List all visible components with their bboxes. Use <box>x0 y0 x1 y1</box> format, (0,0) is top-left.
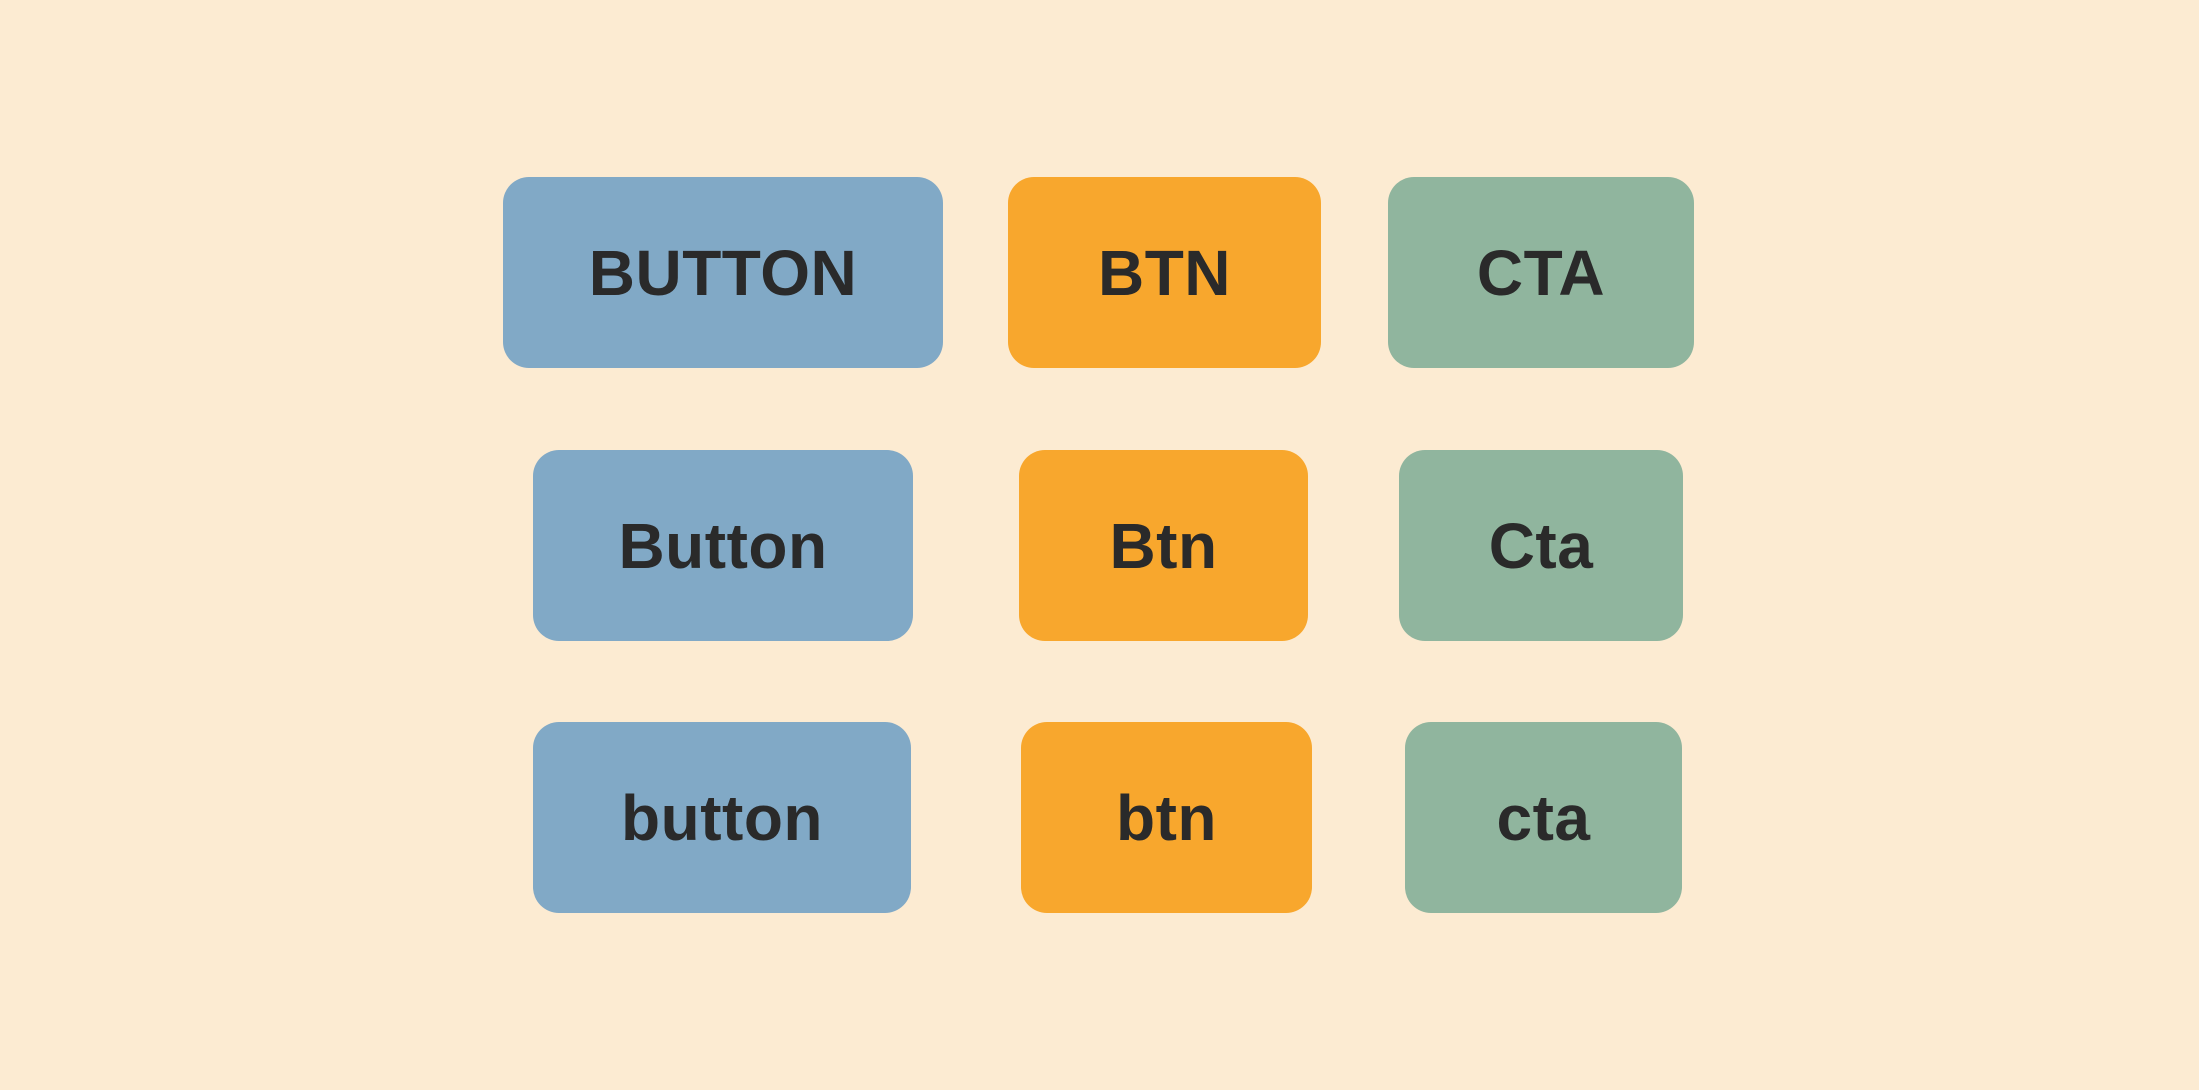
blue-button-titlecase[interactable]: Button <box>533 450 913 641</box>
orange-btn-uppercase[interactable]: BTN <box>1008 177 1321 368</box>
orange-btn-lowercase[interactable]: btn <box>1021 722 1312 913</box>
blue-button-lowercase[interactable]: button <box>533 722 911 913</box>
orange-btn-titlecase[interactable]: Btn <box>1019 450 1308 641</box>
blue-button-uppercase[interactable]: BUTTON <box>503 177 943 368</box>
green-cta-titlecase[interactable]: Cta <box>1399 450 1683 641</box>
green-cta-uppercase[interactable]: CTA <box>1388 177 1694 368</box>
green-cta-lowercase[interactable]: cta <box>1405 722 1682 913</box>
